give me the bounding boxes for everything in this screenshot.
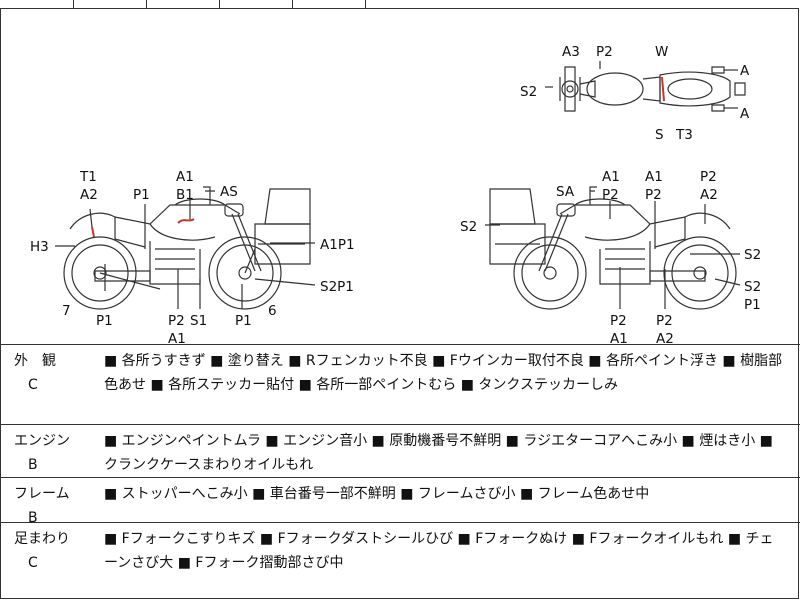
section-name: 外 観 — [14, 353, 56, 369]
damage-label: A2 — [700, 187, 718, 203]
damage-label: 6 — [268, 303, 277, 319]
damage-label: P2 — [596, 44, 613, 60]
section-grade: B — [28, 457, 38, 473]
section-name: 足まわり — [14, 531, 70, 547]
damage-label: T1 — [79, 169, 97, 185]
section-grade: C — [28, 377, 38, 393]
damage-label: S2 — [744, 279, 761, 295]
section-engine: エンジン B ■ エンジンペイントムラ ■ エンジン音小 ■ 原動機番号不鮮明 … — [0, 424, 800, 477]
damage-label: A1 — [610, 331, 628, 344]
damage-label: S — [655, 127, 664, 143]
damage-label: P2 — [168, 313, 185, 329]
header-cell — [219, 0, 293, 8]
damage-label: A3 — [562, 44, 580, 60]
damage-label: 7 — [62, 303, 71, 319]
inspection-sheet-frame — [0, 8, 799, 599]
damage-label: A1 — [645, 169, 663, 185]
damage-label: S2P1 — [320, 279, 354, 295]
section-suspension: 足まわり C ■ Fフォークこすりキズ ■ Fフォークダストシールひび ■ Fフ… — [0, 522, 800, 600]
damage-label: SA — [556, 184, 575, 200]
damage-label: T3 — [675, 127, 693, 143]
section-grade: C — [28, 555, 38, 571]
right-view-labels: SA A1 P2 A1 P2 P2 A2 S2 S2 S2 P1 P2 A1 P… — [460, 169, 761, 347]
section-name: フレーム — [14, 486, 70, 502]
header-cell — [292, 0, 366, 8]
damage-diagram: A3 P2 W A S2 A S T3 T1 A2 A1 B1 AS P1 H3… — [0, 9, 800, 347]
section-remarks: ■ エンジンペイントムラ ■ エンジン音小 ■ 原動機番号不鮮明 ■ ラジエター… — [104, 433, 773, 473]
section-frame: フレーム B ■ ストッパーへこみ小 ■ 車台番号一部不鮮明 ■ フレームさび小… — [0, 477, 800, 526]
damage-label: W — [655, 44, 668, 60]
damage-label: B1 — [176, 187, 194, 203]
damage-label: H3 — [30, 239, 49, 255]
damage-label: P1 — [235, 313, 252, 329]
damage-label: A1P1 — [320, 237, 355, 253]
damage-label: AS — [220, 184, 238, 200]
top-view-labels: A3 P2 W A S2 A S T3 — [520, 44, 750, 143]
section-exterior: 外 観 C ■ 各所うすきず ■ 塗り替え ■ Rフェンカット不良 ■ Fウイン… — [0, 344, 800, 424]
damage-label: P2 — [700, 169, 717, 185]
damage-label: P1 — [133, 187, 150, 203]
header-cell — [146, 0, 220, 8]
section-remarks: ■ ストッパーへこみ小 ■ 車台番号一部不鮮明 ■ フレームさび小 ■ フレーム… — [104, 486, 650, 502]
header-cell — [0, 0, 74, 8]
top-table-strip — [0, 0, 800, 10]
section-category: 足まわり C — [14, 527, 84, 575]
damage-label: A — [740, 63, 750, 79]
top-view-motorcycle — [545, 61, 746, 112]
section-remarks: ■ Fフォークこすりキズ ■ Fフォークダストシールひび ■ Fフォークぬけ ■… — [104, 531, 774, 571]
right-view-motorcycle — [489, 186, 737, 310]
header-cell — [73, 0, 147, 8]
damage-label: P2 — [602, 187, 619, 203]
damage-label: A1 — [602, 169, 620, 185]
damage-label: S2 — [744, 247, 761, 263]
motorcycle-diagram-svg: A3 P2 W A S2 A S T3 T1 A2 A1 B1 AS P1 H3… — [30, 44, 761, 347]
damage-label: A1 — [176, 169, 194, 185]
damage-label: S2 — [520, 84, 537, 100]
damage-label: A2 — [656, 331, 674, 344]
section-grade: B — [28, 510, 38, 526]
damage-label: S2 — [460, 219, 477, 235]
damage-label: P2 — [656, 313, 673, 329]
damage-label: A — [740, 106, 750, 122]
damage-label: P1 — [744, 297, 761, 313]
damage-label: P2 — [610, 313, 627, 329]
section-category: フレーム B — [14, 482, 84, 530]
section-remarks: ■ 各所うすきず ■ 塗り替え ■ Rフェンカット不良 ■ Fウインカー取付不良… — [104, 353, 783, 393]
section-category: 外 観 C — [14, 349, 84, 397]
damage-label: P2 — [645, 187, 662, 203]
section-name: エンジン — [14, 433, 70, 449]
damage-label: P1 — [96, 313, 113, 329]
damage-label: A1 — [168, 331, 186, 344]
section-category: エンジン B — [14, 429, 84, 477]
left-view-motorcycle — [63, 186, 311, 310]
left-view-labels: T1 A2 A1 B1 AS P1 H3 A1P1 S2P1 7 P1 P2 S… — [30, 169, 355, 347]
damage-label: S1 — [190, 313, 207, 329]
damage-label: A2 — [80, 187, 98, 203]
